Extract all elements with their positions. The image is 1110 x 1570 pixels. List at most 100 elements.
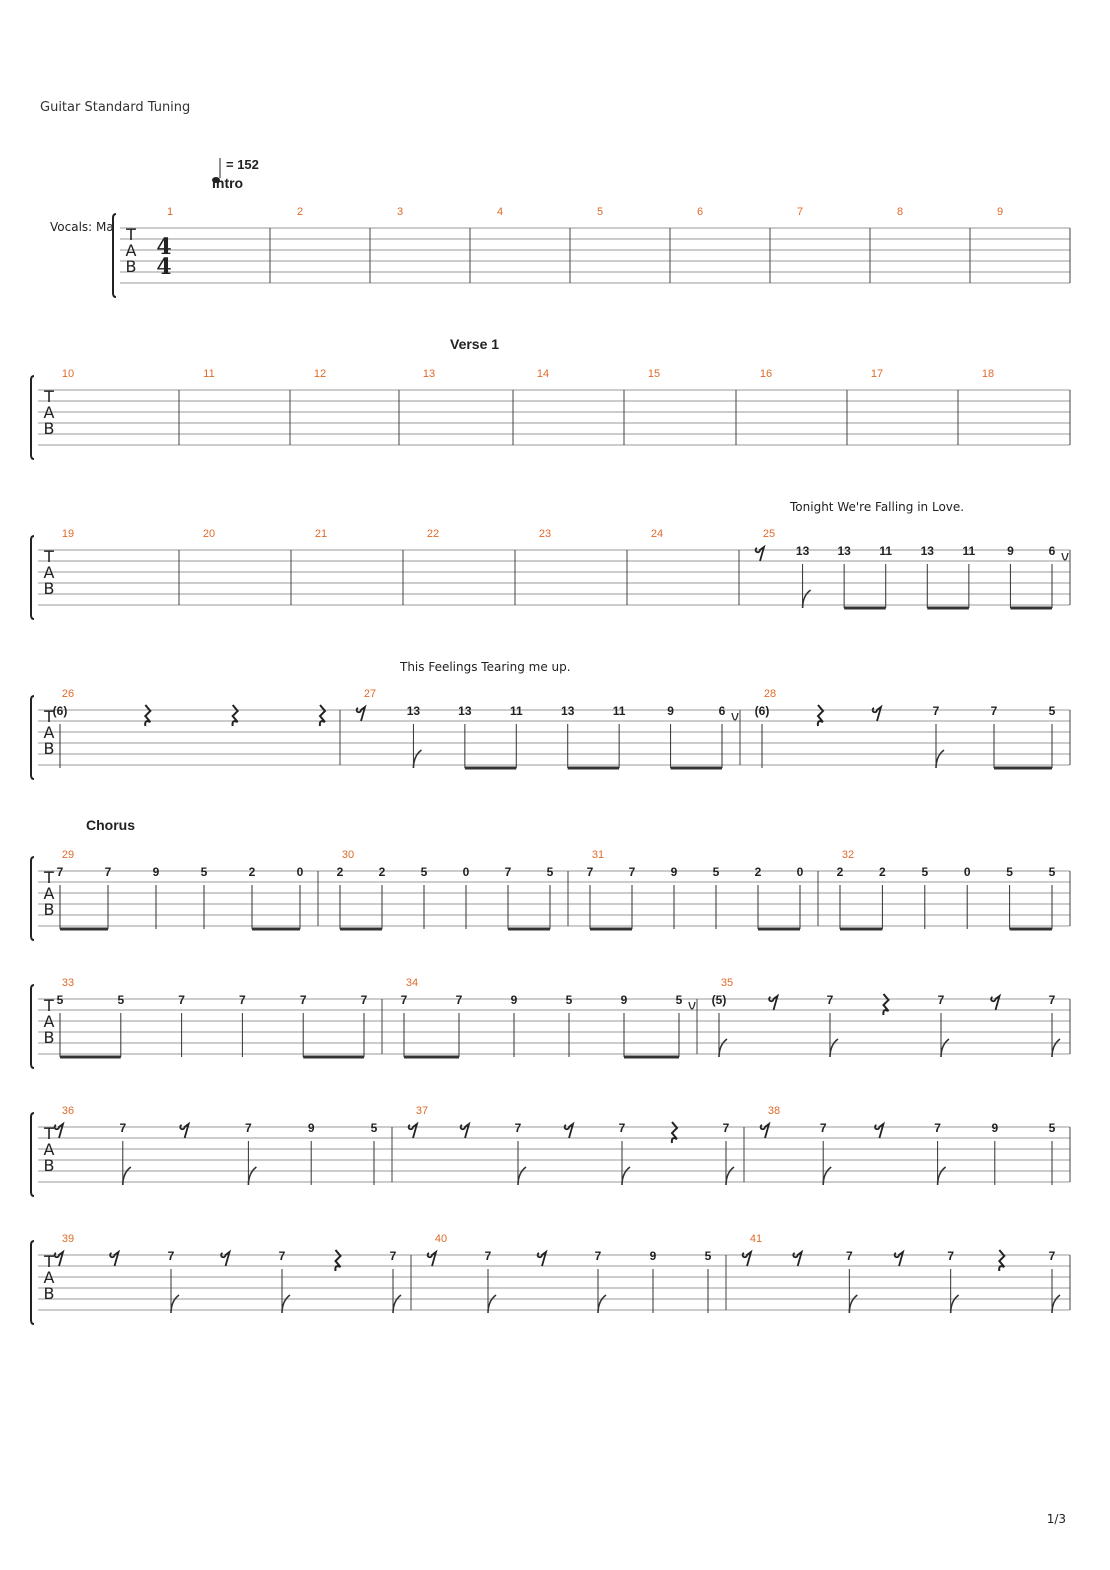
fret-number: 13 (407, 704, 421, 718)
note-flag (801, 589, 812, 609)
fret-number: 9 (153, 865, 160, 879)
fret-number: (6) (755, 704, 770, 718)
measure-number: 7 (797, 206, 803, 218)
measure-number: 22 (427, 528, 439, 540)
measure-number: 39 (62, 1233, 74, 1245)
measure-number: 20 (203, 528, 215, 540)
system-bracket (30, 1240, 35, 1325)
section-label: Intro (212, 175, 243, 191)
tab-clef-letter: B (44, 1156, 55, 1175)
measure-number: 14 (537, 368, 549, 380)
eighth-rest (759, 1121, 771, 1139)
measure-number: 32 (842, 849, 854, 861)
tempo-note-head (212, 177, 220, 183)
quarter-rest (231, 704, 240, 727)
fret-number: 5 (1006, 865, 1013, 879)
fret-number: 11 (613, 704, 626, 718)
eighth-rest (563, 1121, 575, 1139)
quarter-rest (318, 704, 327, 727)
fret-number: 9 (667, 704, 674, 718)
fret-number: 11 (510, 704, 523, 718)
fret-number: (6) (53, 704, 68, 718)
measure-number: 23 (539, 528, 551, 540)
fret-number: 7 (505, 865, 512, 879)
fret-number: 9 (511, 993, 518, 1007)
eighth-rest (407, 1121, 419, 1139)
fret-number: 5 (921, 865, 928, 879)
eighth-rest (355, 704, 367, 722)
fret-number: 9 (650, 1249, 657, 1263)
fret-number: 7 (300, 993, 307, 1007)
note-flag (1051, 1038, 1061, 1058)
eighth-rest (109, 1249, 121, 1267)
fret-number: 5 (421, 865, 428, 879)
fret-number: 9 (621, 993, 628, 1007)
fret-number: 7 (947, 1249, 954, 1263)
measure-number: 37 (416, 1105, 428, 1117)
measure-number: 33 (62, 977, 74, 989)
measure-number: 34 (406, 977, 418, 989)
note-flag (949, 1294, 960, 1314)
fret-number: 13 (837, 544, 851, 558)
fret-number: 0 (463, 865, 470, 879)
tab-clef-letter: A (44, 403, 55, 422)
tab-clef-letter: B (44, 579, 55, 598)
system-bracket (30, 535, 35, 620)
system-bracket (30, 1112, 35, 1197)
measure-number: 10 (62, 368, 74, 380)
eighth-rest (220, 1249, 232, 1267)
measure-number: 17 (871, 368, 883, 380)
note-flag (725, 1166, 735, 1186)
measure-number: 12 (314, 368, 326, 380)
fret-number: (5) (712, 993, 727, 1007)
note-flag (1051, 1294, 1061, 1314)
fret-number: 5 (1049, 704, 1056, 718)
note-flag (940, 1038, 950, 1058)
eighth-rest (874, 1121, 886, 1139)
measure-number: 2 (297, 206, 303, 218)
fret-number: 6 (719, 704, 726, 718)
fret-number: 7 (846, 1249, 853, 1263)
tab-clef-letter: T (43, 1252, 54, 1271)
eighth-rest (768, 993, 780, 1011)
fret-number: 7 (723, 1121, 730, 1135)
fret-number: 7 (57, 865, 64, 879)
fret-number: 2 (379, 865, 386, 879)
fret-number: 11 (879, 544, 892, 558)
note-flag (412, 749, 422, 769)
fret-number: 5 (371, 1121, 378, 1135)
measure-number: 28 (764, 688, 776, 700)
track-name: Vocals: Ma (50, 220, 114, 234)
quarter-rest (670, 1121, 679, 1144)
fret-number: 7 (629, 865, 636, 879)
note-flag (822, 1166, 832, 1186)
fret-number: 7 (934, 1121, 941, 1135)
eighth-rest (53, 1121, 65, 1139)
measure-number: 4 (497, 206, 503, 218)
fret-number: 7 (991, 704, 998, 718)
fret-number: 7 (456, 993, 463, 1007)
tab-clef-letter: A (44, 1268, 55, 1287)
tab-clef-letter: B (44, 419, 55, 438)
fret-number: 5 (676, 993, 683, 1007)
fret-number: 7 (1049, 1249, 1056, 1263)
fret-number: 13 (458, 704, 472, 718)
eighth-rest (792, 1249, 804, 1267)
measure-number: 40 (435, 1233, 447, 1245)
fret-number: 5 (201, 865, 208, 879)
fret-number: 7 (119, 1121, 126, 1135)
quarter-rest (816, 704, 825, 727)
system-bracket (112, 213, 117, 298)
fret-number: 5 (1049, 1121, 1056, 1135)
measure-number: 16 (760, 368, 772, 380)
fret-number: 13 (921, 544, 935, 558)
tab-clef-letter: A (44, 1012, 55, 1031)
measure-number: 3 (397, 206, 403, 218)
note-flag (517, 1166, 527, 1186)
fret-number: 7 (279, 1249, 286, 1263)
measure-number: 38 (768, 1105, 780, 1117)
fret-number: 9 (671, 865, 678, 879)
tab-clef-letter: B (44, 900, 55, 919)
fret-number: 0 (797, 865, 804, 879)
